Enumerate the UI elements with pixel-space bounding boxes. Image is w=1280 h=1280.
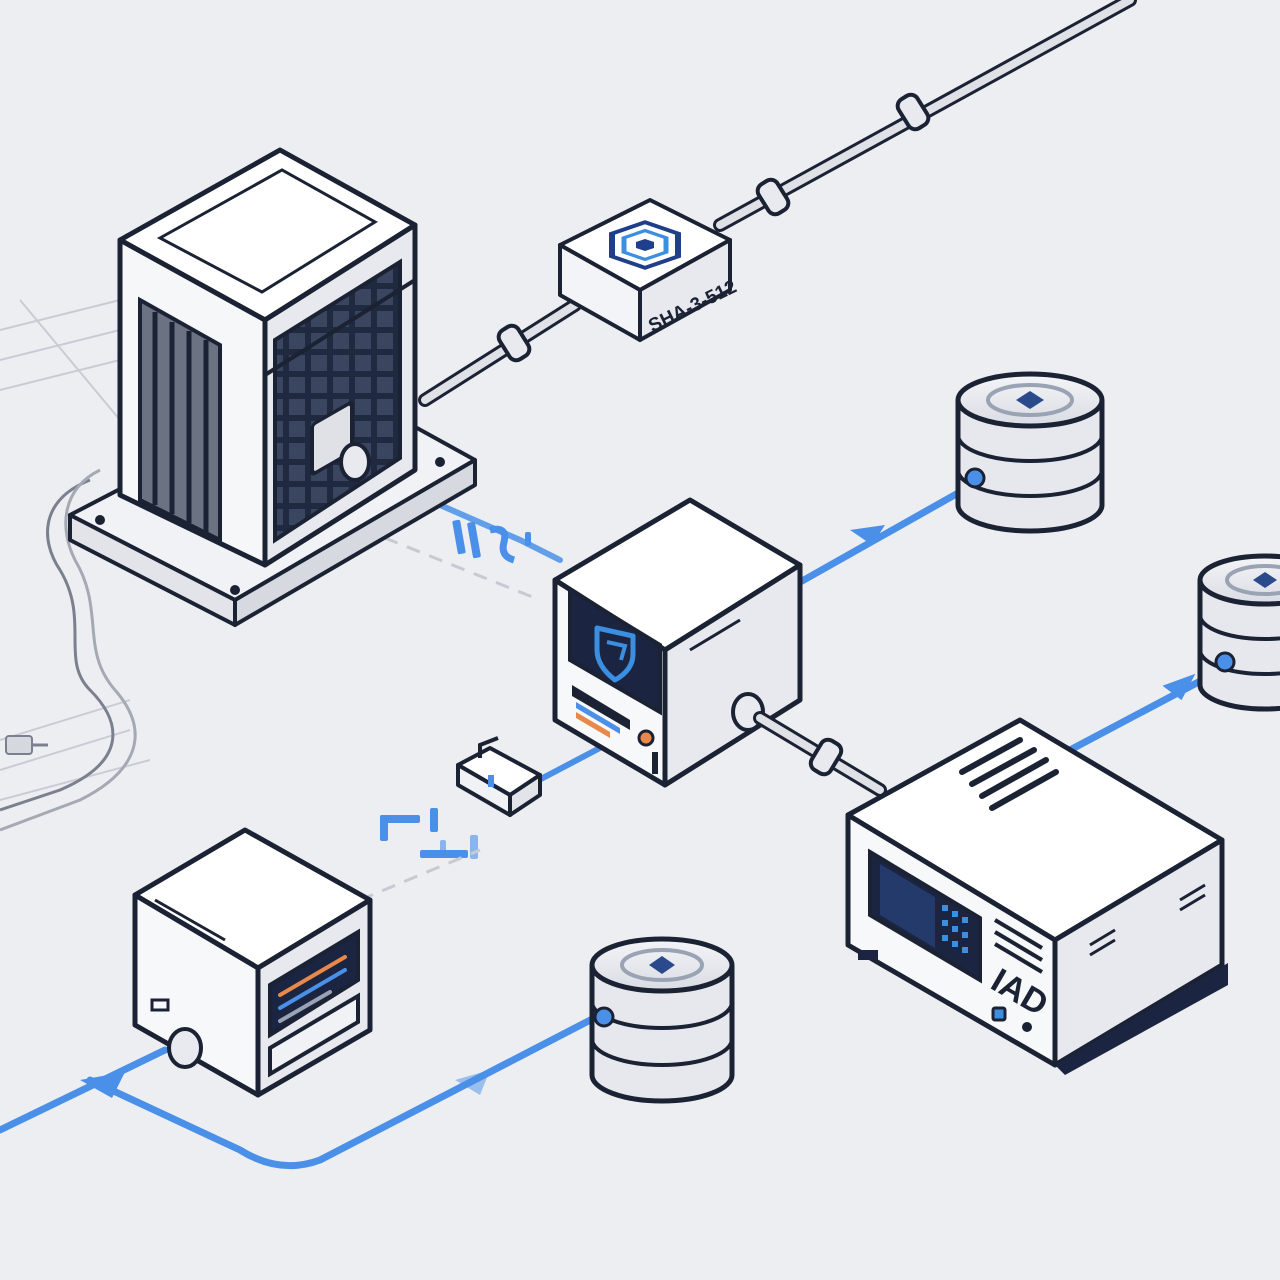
flow-arrowheads xyxy=(80,525,1196,1098)
appliance-screen-bars xyxy=(942,905,968,953)
database-icon xyxy=(1253,572,1277,588)
arrow-bottom xyxy=(80,1072,125,1098)
arrow-db-bottom-ghost xyxy=(455,1070,490,1095)
hexagon-target-icon xyxy=(609,220,681,270)
terminal-screen xyxy=(568,586,662,716)
tower-vent-panel xyxy=(138,296,222,544)
database-icon xyxy=(1016,391,1044,409)
data-fragments xyxy=(380,519,531,859)
database-icon xyxy=(649,956,675,974)
terminal-side-slot xyxy=(689,618,741,652)
pipe-coupling xyxy=(496,92,931,363)
background-schematic xyxy=(0,299,151,801)
appliance-buttons xyxy=(991,1006,1032,1032)
appliance-grille xyxy=(993,918,1044,974)
appliance-screen-inner xyxy=(880,864,935,948)
mainframe-server[interactable] xyxy=(68,147,477,627)
small-server-panel xyxy=(268,928,360,1039)
small-server-leds xyxy=(278,955,347,1023)
terminal-controls xyxy=(572,685,658,774)
database-bottom[interactable] xyxy=(589,936,735,1104)
database-top[interactable] xyxy=(955,371,1105,534)
connector-plug[interactable] xyxy=(456,736,542,817)
encryption-terminal[interactable] xyxy=(552,497,803,788)
network-appliance[interactable]: IAD xyxy=(845,717,1228,1075)
appliance-vents xyxy=(959,737,1059,811)
small-server-led-box xyxy=(150,998,170,1012)
tower-band xyxy=(263,278,417,377)
shield-icon xyxy=(594,625,636,683)
flow-bottom-loop xyxy=(0,1011,604,1170)
base-plate-side xyxy=(233,458,477,627)
appliance-side-slots xyxy=(1089,883,1206,957)
appliance-base xyxy=(1055,963,1228,1075)
grey-pipe-terminal-appliance xyxy=(753,711,887,797)
hash-module[interactable]: SHA-3-512 xyxy=(558,198,740,342)
appliance-side xyxy=(1052,837,1225,1068)
mainframe-port xyxy=(310,401,371,482)
plug-icon-left xyxy=(5,735,48,755)
base-screws xyxy=(95,457,445,595)
small-server-top-seam xyxy=(154,898,226,942)
small-server[interactable] xyxy=(132,827,373,1098)
arrow-db-top xyxy=(850,525,885,545)
grey-cable-left xyxy=(0,468,137,832)
tower-top-inset xyxy=(156,168,378,294)
small-server-drive xyxy=(268,992,360,1078)
grey-pipe-top xyxy=(418,0,1137,407)
vent-slats xyxy=(152,312,209,532)
arrow-db-right xyxy=(1162,673,1196,701)
database-right[interactable] xyxy=(1197,553,1280,712)
terminal-side xyxy=(662,562,803,788)
small-server-port xyxy=(167,1027,203,1069)
hash-module-right xyxy=(638,238,732,342)
appliance-foot xyxy=(858,950,878,960)
